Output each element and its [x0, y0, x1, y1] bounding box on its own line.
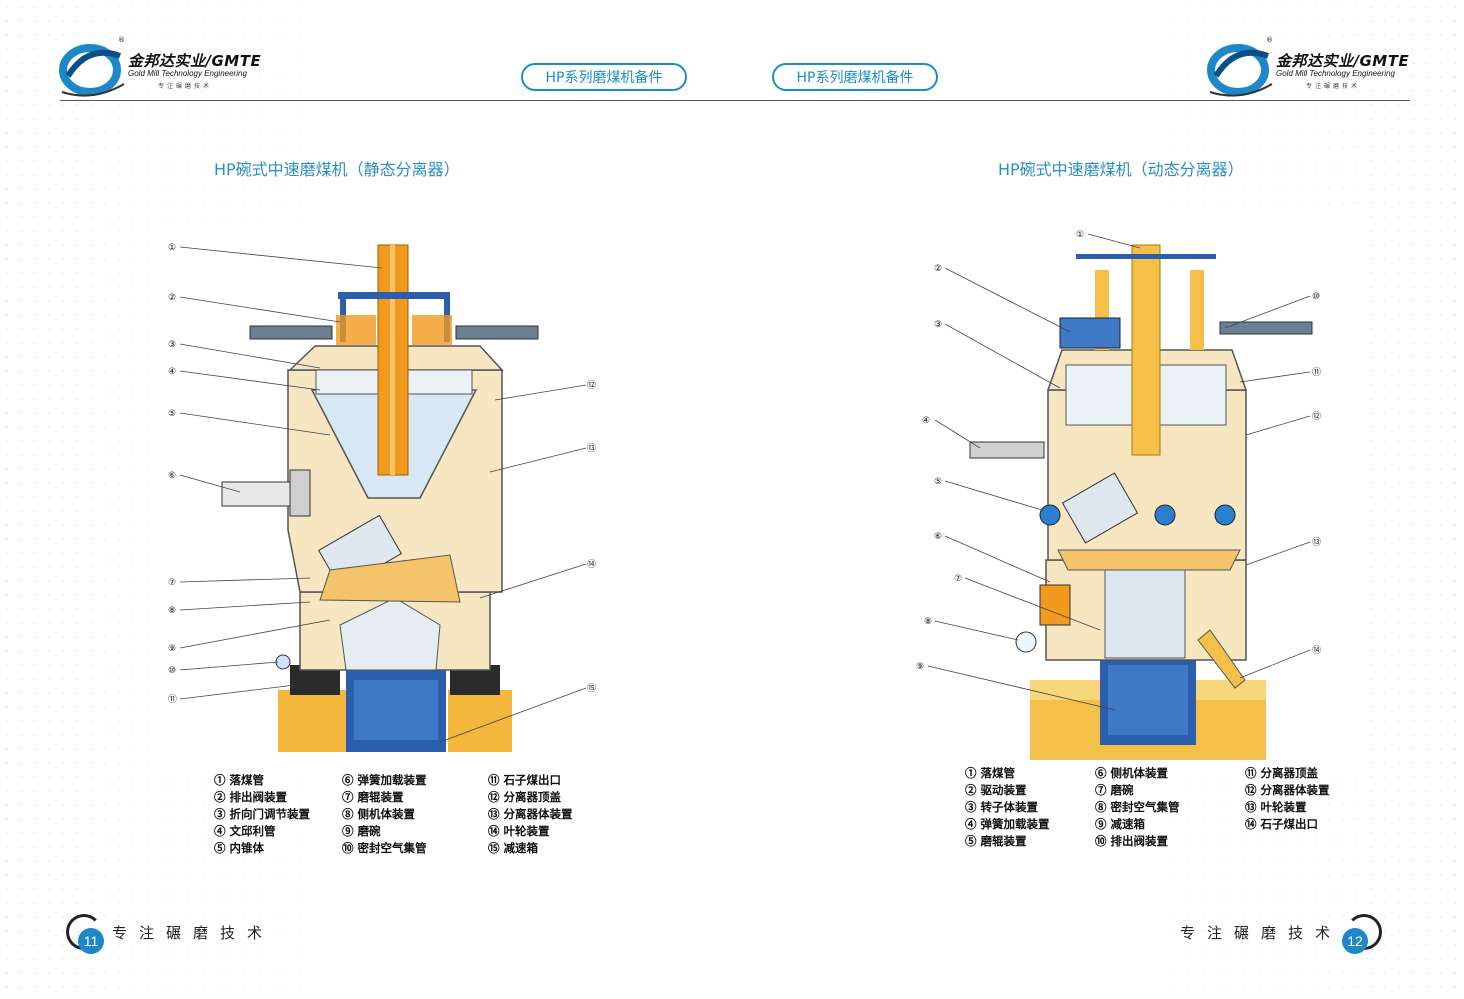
- legend-column: ① 落煤管 ② 排出阀装置 ③ 折向门调节装置 ④ 文邱利管 ⑤ 内锥体: [214, 772, 310, 857]
- legend-column: ⑪ 分离器顶盖 ⑫ 分离器体装置 ⑬ 叶轮装置 ⑭ 石子煤出口: [1245, 765, 1330, 833]
- callout-1: ①: [168, 243, 176, 253]
- legend-item: ⑫ 分离器体装置: [1245, 783, 1330, 797]
- page-number: 12: [1342, 928, 1369, 954]
- legend-item: ⑮ 减速箱: [488, 841, 539, 855]
- brand-name-cn: 金邦达实业/GMTE: [128, 52, 262, 70]
- left-parts-legend: ① 落煤管 ② 排出阀装置 ③ 折向门调节装置 ④ 文邱利管 ⑤ 内锥体 ⑥ 弹…: [214, 772, 614, 862]
- legend-column: ⑥ 弹簧加载装置 ⑦ 磨辊装置 ⑧ 侧机体装置 ⑨ 磨碗 ⑩ 密封空气集管: [342, 772, 427, 857]
- callout-12: ⑫: [587, 380, 596, 391]
- legend-item: ① 落煤管: [965, 766, 1016, 780]
- gmte-swirl-icon: [1207, 44, 1273, 97]
- gmte-swirl-icon: [59, 44, 125, 97]
- callout-5: ⑤: [934, 477, 942, 487]
- legend-column: ⑥ 侧机体装置 ⑦ 磨碗 ⑧ 密封空气集管 ⑨ 减速箱 ⑩ 排出阀装置: [1095, 765, 1180, 850]
- brand-tagline: 专注碾磨技术: [158, 83, 213, 90]
- page-number: 11: [78, 928, 104, 954]
- right-parts-legend: ① 落煤管 ② 驱动装置 ③ 转子体装置 ④ 弹簧加载装置 ⑤ 磨辊装置 ⑥ 侧…: [965, 765, 1365, 855]
- series-label-right: HP系列磨煤机备件: [772, 63, 938, 91]
- legend-item: ⑦ 磨碗: [1095, 783, 1134, 797]
- callout-4: ④: [168, 367, 176, 377]
- callout-6: ⑥: [168, 471, 176, 481]
- callout-8: ⑧: [924, 617, 932, 627]
- registered-mark: ®: [1266, 36, 1273, 44]
- legend-item: ⑥ 弹簧加载装置: [342, 773, 427, 787]
- callout-3: ③: [934, 320, 942, 330]
- callout-2: ②: [934, 264, 942, 274]
- brand-name-en: Gold Mill Technology Engineering: [128, 69, 247, 78]
- legend-item: ③ 折向门调节装置: [214, 807, 311, 821]
- legend-item: ⑨ 磨碗: [342, 824, 381, 838]
- footer-slogan: 专注碾磨技术: [1180, 923, 1343, 942]
- callout-12: ⑫: [1312, 411, 1321, 422]
- page-number-badge: 12: [1342, 914, 1383, 954]
- callout-2: ②: [168, 293, 176, 303]
- brand-name-cn: 金邦达实业/GMTE: [1276, 52, 1410, 70]
- callout-6: ⑥: [934, 532, 942, 542]
- mill-cross-section-static: ① ② ③ ④ ⑤ ⑥ ⑦ ⑧ ⑨ ⑩ ⑪ ⑫ ⑬ ⑭ ⑮: [150, 230, 630, 770]
- legend-item: ⑧ 侧机体装置: [342, 807, 416, 821]
- callout-5: ⑤: [168, 409, 176, 419]
- legend-item: ④ 弹簧加载装置: [965, 817, 1050, 831]
- legend-item: ⑬ 叶轮装置: [1245, 800, 1307, 814]
- right-diagram-title: HP碗式中速磨煤机（动态分离器）: [998, 160, 1244, 179]
- brand-logo-left: ® 金邦达实业/GMTE Gold Mill Technology Engine…: [58, 36, 268, 100]
- legend-item: ⑩ 密封空气集管: [342, 841, 427, 855]
- callout-1: ①: [1076, 230, 1084, 240]
- brand-name-en: Gold Mill Technology Engineering: [1276, 69, 1395, 78]
- callout-15: ⑮: [587, 683, 596, 694]
- legend-column: ① 落煤管 ② 驱动装置 ③ 转子体装置 ④ 弹簧加载装置 ⑤ 磨辊装置: [965, 765, 1050, 850]
- callout-11: ⑪: [1312, 367, 1321, 378]
- mill-cross-section-dynamic: ① ② ③ ④ ⑤ ⑥ ⑦ ⑧ ⑨ ⑩ ⑪ ⑫ ⑬ ⑭: [900, 210, 1360, 770]
- callout-10: ⑩: [1312, 292, 1320, 302]
- legend-item: ⑪ 石子煤出口: [488, 773, 562, 787]
- callout-11: ⑪: [168, 694, 177, 705]
- series-label-left: HP系列磨煤机备件: [521, 63, 687, 91]
- legend-item: ④ 文邱利管: [214, 824, 276, 838]
- callout-14: ⑭: [587, 559, 596, 570]
- foundation-right: [448, 690, 512, 752]
- legend-item: ⑬ 分离器体装置: [488, 807, 573, 821]
- legend-item: ⑨ 减速箱: [1095, 817, 1146, 831]
- left-diagram-title: HP碗式中速磨煤机（静态分离器）: [214, 160, 460, 179]
- legend-item: ① 落煤管: [214, 773, 265, 787]
- brand-logo-right: ® 金邦达实业/GMTE Gold Mill Technology Engine…: [1206, 36, 1416, 100]
- dynamic-separator-mill-diagram: ① ② ③ ④ ⑤ ⑥ ⑦ ⑧ ⑨ ⑩ ⑪ ⑫ ⑬ ⑭: [900, 210, 1360, 770]
- legend-column: ⑪ 石子煤出口 ⑫ 分离器顶盖 ⑬ 分离器体装置 ⑭ 叶轮装置 ⑮ 减速箱: [488, 772, 573, 857]
- legend-item: ⑤ 内锥体: [214, 841, 265, 855]
- callout-4: ④: [922, 416, 930, 426]
- footer-slogan: 专注碾磨技术: [112, 923, 275, 942]
- page-number-badge: 11: [66, 914, 104, 954]
- legend-item: ⑩ 排出阀装置: [1095, 834, 1169, 848]
- legend-item: ③ 转子体装置: [965, 800, 1039, 814]
- legend-item: ⑧ 密封空气集管: [1095, 800, 1180, 814]
- callout-13: ⑬: [587, 443, 596, 454]
- legend-item: ⑥ 侧机体装置: [1095, 766, 1169, 780]
- callout-3: ③: [168, 340, 176, 350]
- coal-feed-pipe: [1131, 244, 1161, 456]
- callout-10: ⑩: [168, 666, 176, 676]
- legend-item: ② 排出阀装置: [214, 790, 288, 804]
- callout-8: ⑧: [168, 606, 176, 616]
- callout-7: ⑦: [954, 574, 962, 584]
- legend-item: ⑭ 叶轮装置: [488, 824, 550, 838]
- foundation-left: [278, 690, 348, 752]
- callout-13: ⑬: [1312, 537, 1321, 548]
- callout-14: ⑭: [1312, 645, 1321, 656]
- brand-tagline: 专注碾磨技术: [1306, 83, 1361, 90]
- static-separator-mill-diagram: ① ② ③ ④ ⑤ ⑥ ⑦ ⑧ ⑨ ⑩ ⑪ ⑫ ⑬ ⑭ ⑮: [150, 230, 630, 770]
- callout-9: ⑨: [168, 644, 176, 654]
- legend-item: ② 驱动装置: [965, 783, 1027, 797]
- header-divider: [60, 100, 1410, 101]
- legend-item: ⑭ 石子煤出口: [1245, 817, 1319, 831]
- registered-mark: ®: [118, 36, 125, 44]
- callout-7: ⑦: [168, 578, 176, 588]
- left-page-footer: 11 专注碾磨技术: [66, 912, 275, 954]
- legend-item: ⑫ 分离器顶盖: [488, 790, 562, 804]
- legend-item: ⑤ 磨辊装置: [965, 834, 1027, 848]
- legend-item: ⑪ 分离器顶盖: [1245, 766, 1319, 780]
- legend-item: ⑦ 磨辊装置: [342, 790, 404, 804]
- callout-9: ⑨: [916, 662, 924, 672]
- right-page-footer: 专注碾磨技术 12: [1180, 912, 1383, 954]
